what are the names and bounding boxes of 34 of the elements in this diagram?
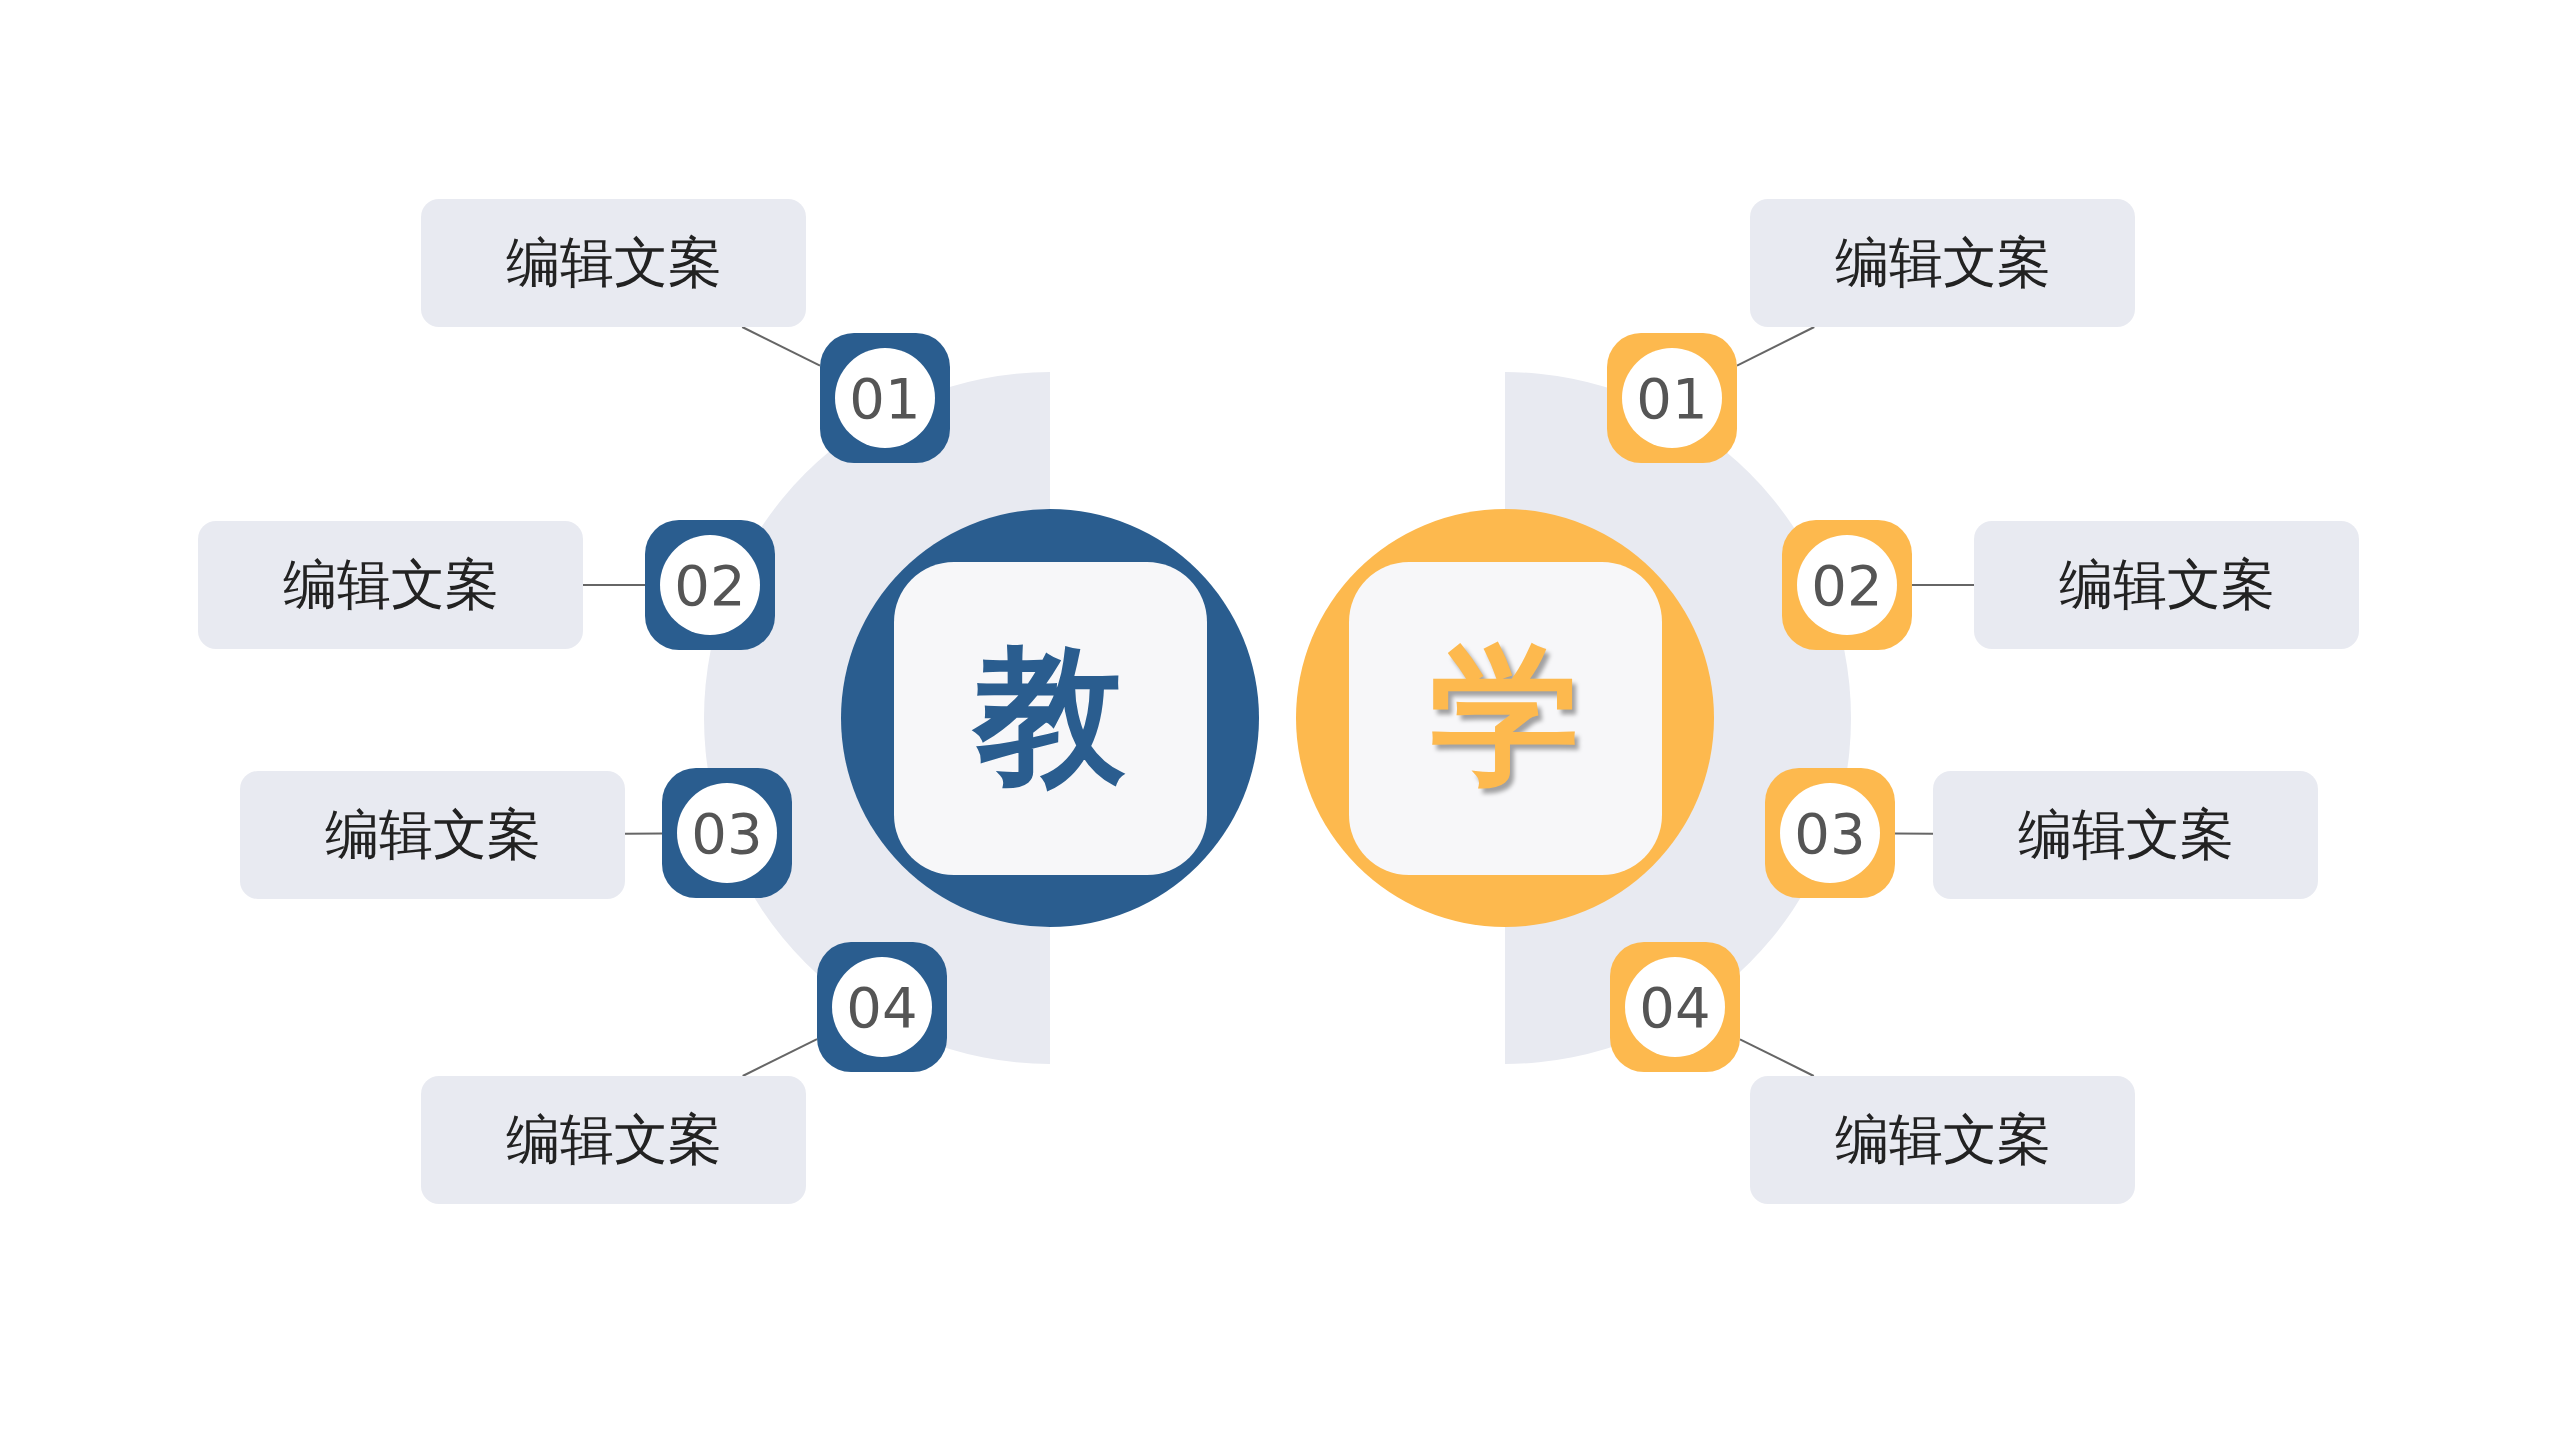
connector-line bbox=[1739, 1038, 1815, 1077]
connector-line bbox=[1736, 326, 1816, 367]
step-number: 04 bbox=[832, 957, 932, 1057]
character-tile: 学 bbox=[1348, 561, 1662, 875]
number-badge bbox=[1607, 333, 1737, 463]
text-card: 编辑文案 bbox=[1933, 771, 2318, 899]
character-tile: 教 bbox=[893, 561, 1207, 875]
number-badge bbox=[1610, 942, 1740, 1072]
connector-line bbox=[624, 832, 663, 835]
step-number: 04 bbox=[1625, 957, 1725, 1057]
connector-line bbox=[1911, 584, 1975, 586]
step-number: 01 bbox=[1622, 348, 1722, 448]
step-number: 01 bbox=[835, 348, 935, 448]
text-card: 编辑文案 bbox=[421, 1076, 806, 1204]
text-card: 编辑文案 bbox=[421, 199, 806, 327]
step-number: 03 bbox=[677, 783, 777, 883]
connector-line bbox=[1894, 832, 1934, 835]
number-badge bbox=[1782, 520, 1912, 650]
text-card: 编辑文案 bbox=[1750, 199, 2135, 327]
step-number: 02 bbox=[660, 535, 760, 635]
step-number: 02 bbox=[1797, 535, 1897, 635]
number-badge bbox=[645, 520, 775, 650]
text-card: 编辑文案 bbox=[1974, 521, 2359, 649]
number-badge bbox=[817, 942, 947, 1072]
connector-line bbox=[741, 326, 821, 367]
text-card: 编辑文案 bbox=[198, 521, 583, 649]
number-badge bbox=[662, 768, 792, 898]
step-number: 03 bbox=[1780, 783, 1880, 883]
text-card: 编辑文案 bbox=[1750, 1076, 2135, 1204]
text-card: 编辑文案 bbox=[240, 771, 625, 899]
connector-line bbox=[741, 1038, 818, 1077]
connector-line bbox=[582, 584, 646, 586]
number-badge bbox=[820, 333, 950, 463]
number-badge bbox=[1765, 768, 1895, 898]
